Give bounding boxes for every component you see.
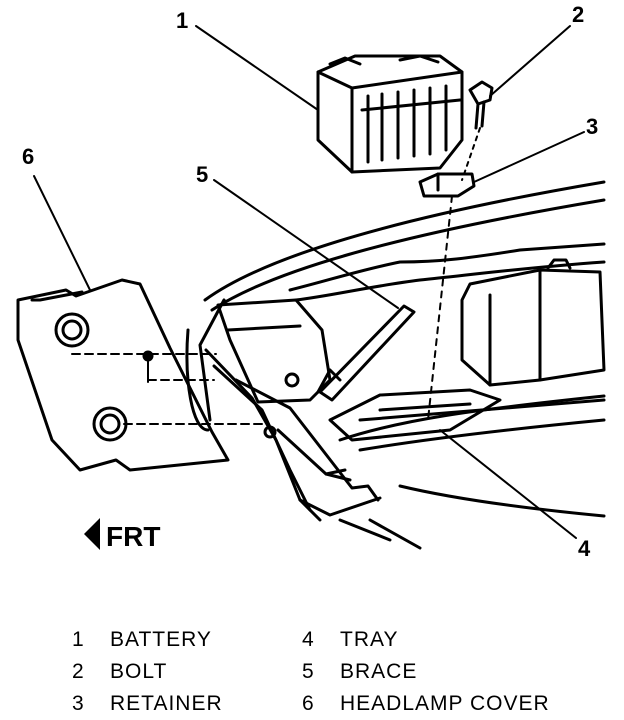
retainer [418, 172, 476, 198]
front-direction-indicator: FRT [84, 518, 160, 552]
bolt [468, 80, 494, 130]
callout-6: 6 [22, 144, 34, 169]
headlamp-cover [16, 278, 230, 472]
front-arrow-icon [84, 518, 100, 550]
vehicle-body [185, 180, 606, 518]
callout-5: 5 [196, 162, 208, 187]
brace [316, 304, 416, 402]
coolant-reservoir [460, 258, 606, 387]
tray [328, 388, 502, 442]
callout-1: 1 [176, 8, 188, 33]
callout-3: 3 [586, 114, 598, 139]
battery [316, 54, 464, 174]
callout-4: 4 [578, 536, 591, 561]
callout-2: 2 [572, 2, 584, 27]
front-label: FRT [106, 521, 160, 552]
radiator-support [204, 298, 422, 550]
